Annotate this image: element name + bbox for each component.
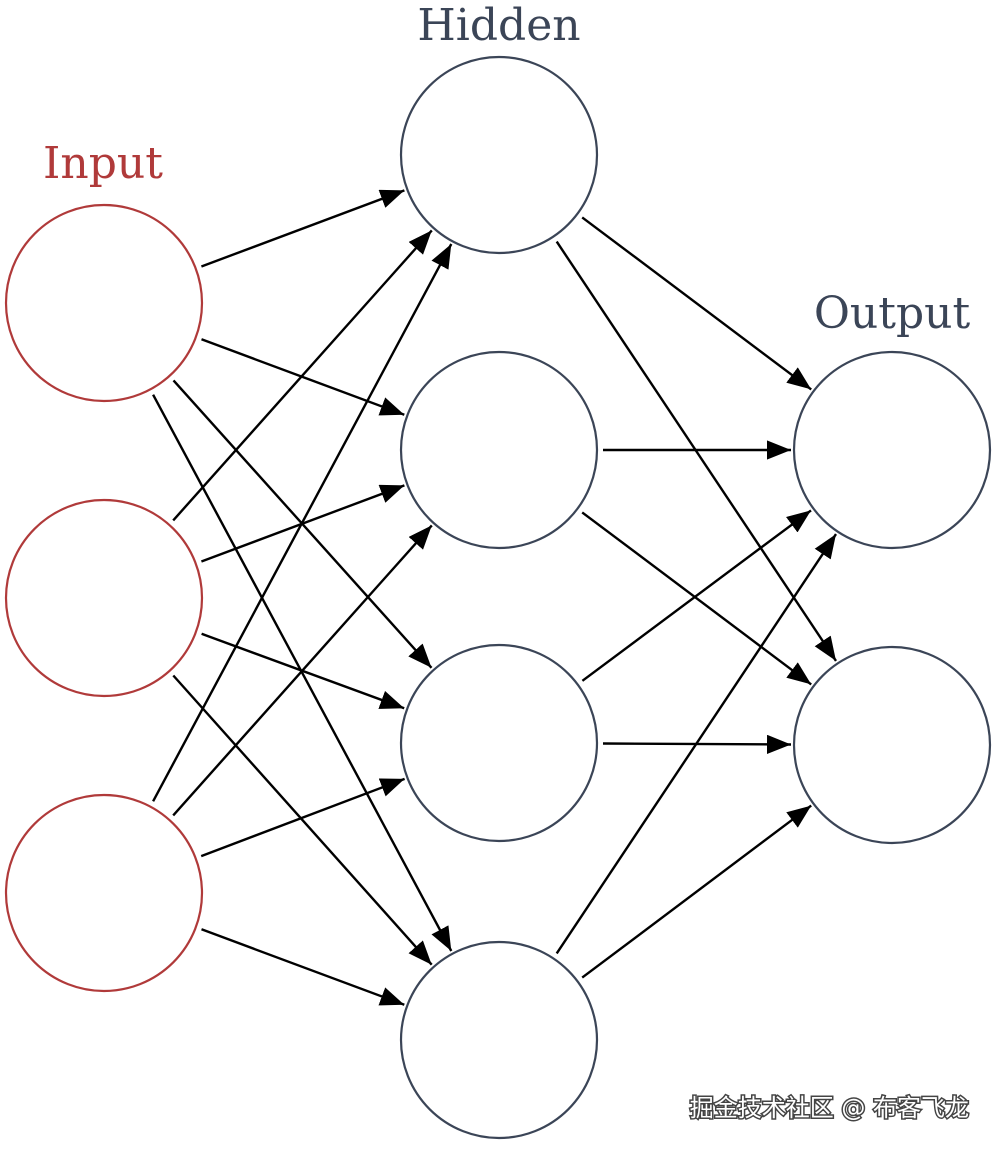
edge-hidden4-to-output1 (555, 533, 837, 955)
hidden-node-2 (399, 350, 599, 550)
output-node-1 (792, 350, 992, 550)
edge-hidden1-to-output2 (555, 240, 837, 662)
connection-group (152, 189, 837, 1006)
output-layer-label: Output (814, 288, 971, 339)
edge-input1-to-hidden2 (201, 338, 405, 416)
edge-input2-to-hidden1 (172, 229, 433, 522)
edge-input2-to-hidden4 (172, 674, 433, 966)
input-node-2 (4, 498, 204, 698)
edge-hidden3-to-output1 (581, 509, 812, 682)
node-group (4, 55, 992, 1140)
edge-hidden4-to-output2 (581, 804, 812, 979)
hidden-node-1 (399, 55, 599, 255)
edge-input3-to-hidden4 (201, 928, 405, 1006)
edge-hidden2-to-output2 (581, 511, 812, 686)
edge-input3-to-hidden2 (172, 524, 433, 817)
watermark: 掘金技术社区 @ 布客飞龙 (690, 1094, 969, 1122)
output-node-2 (792, 645, 992, 845)
input-node-1 (4, 203, 204, 403)
hidden-node-3 (399, 643, 599, 843)
edge-input3-to-hidden3 (200, 777, 406, 858)
hidden-layer-label: Hidden (417, 0, 580, 51)
edge-input1-to-hidden1 (200, 189, 405, 268)
input-node-3 (4, 793, 204, 993)
hidden-node-4 (399, 940, 599, 1140)
input-layer-label: Input (43, 138, 163, 189)
edge-hidden1-to-output1 (581, 216, 812, 391)
edge-input3-to-hidden1 (152, 243, 453, 802)
